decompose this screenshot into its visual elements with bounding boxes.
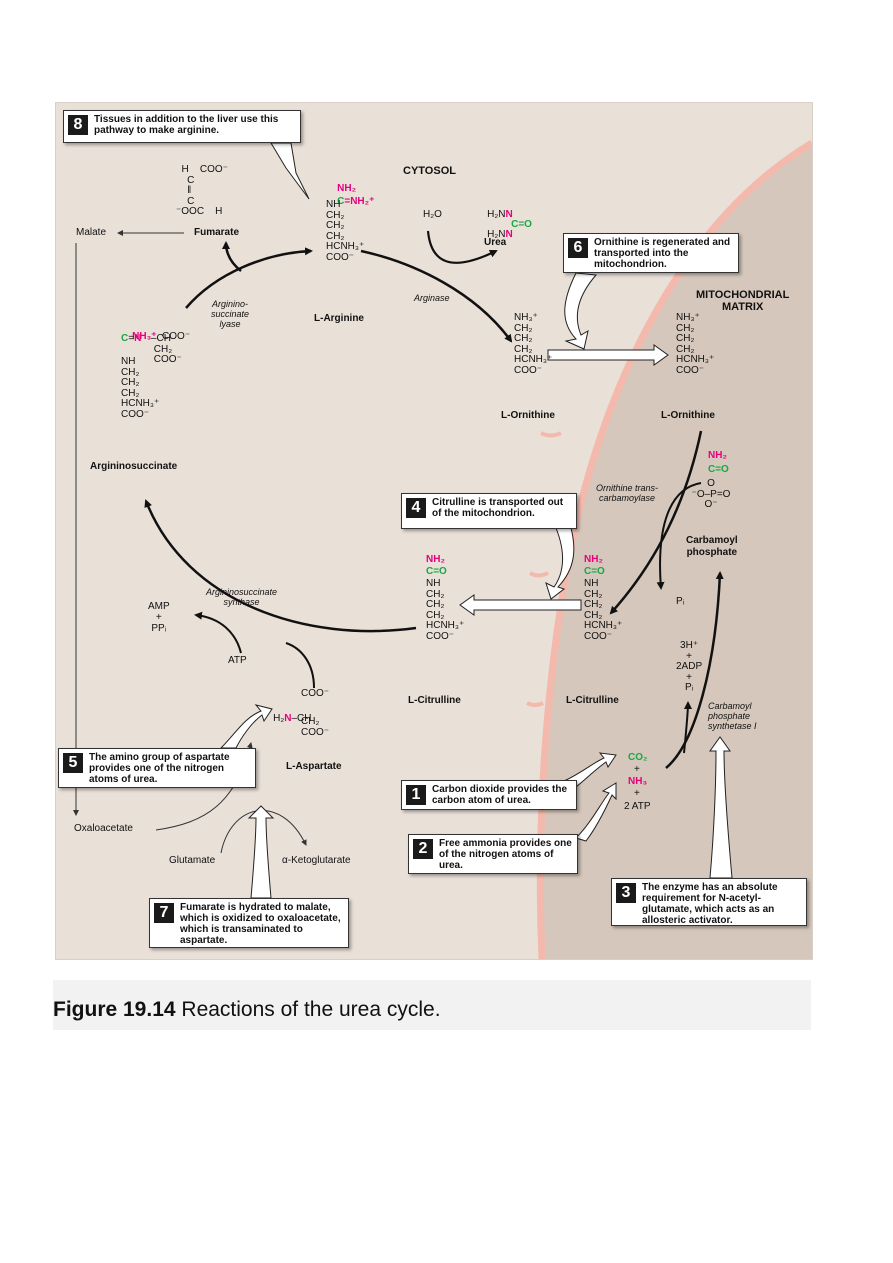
cps-label: Carbamoyl phosphate synthetase I	[708, 701, 757, 731]
carbamoyl-phosphate-group: O ⁻O–P=O O⁻	[691, 478, 731, 510]
cytosol-label: CYTOSOL	[403, 165, 456, 177]
arrow-citrulline-transport	[459, 594, 582, 616]
arginase-label: Arginase	[414, 293, 450, 303]
urea-label: Urea	[484, 237, 507, 248]
ornithine-cytosol-label: L-Ornithine	[501, 410, 555, 421]
fumarate-label: Fumarate	[194, 227, 240, 238]
citrulline-matrix-c: C=O	[584, 566, 605, 577]
glutamate-label: Glutamate	[169, 855, 216, 866]
arrow-arginine-to-ornithine	[360, 249, 513, 343]
arrow-to-fumarate	[222, 241, 242, 272]
citrulline-matrix-n: NH₂	[584, 554, 603, 565]
urea-cycle-figure: CYTOSOL MITOCHONDRIAL MATRIX H COO⁻ C ‖ …	[55, 102, 813, 960]
caption-text: Reactions of the urea cycle.	[175, 998, 441, 1021]
amp-ppi-label: AMP + PPᵢ	[148, 601, 170, 634]
argininosuccinate-n: NH₃⁺ COO⁻	[132, 330, 191, 342]
ornithine-matrix-structure: NH₃⁺ CH₂ CH₂ CH₂ HCNH₃⁺ COO⁻	[676, 312, 715, 376]
argininosuccinate-core: C=N	[121, 333, 142, 344]
arginine-chain: NH CH₂ CH₂ CH₂ HCNH₃⁺ COO⁻	[326, 199, 365, 263]
fumarate-structure: H COO⁻ C ‖ C ⁻OOC H	[176, 164, 228, 217]
aspartate-side-chain: CH₂ COO⁻	[301, 716, 330, 738]
carbamoyl-n: NH₂	[708, 450, 727, 461]
plus-label-2: +	[634, 788, 640, 799]
callout-3-tail	[709, 736, 733, 879]
callout-6-tail	[564, 272, 598, 350]
synthase-label: Argininosuccinate synthase	[206, 587, 278, 607]
membrane-cristae	[526, 431, 562, 707]
nh3-label: NH₃	[628, 776, 648, 787]
callout-1-tail	[565, 752, 617, 788]
figure-number: Figure 19.14	[53, 998, 176, 1021]
urea-structure-2: H₂NN	[487, 228, 513, 240]
arrow-ornithine-to-citrulline	[609, 430, 703, 615]
pathway-arrows	[73, 140, 812, 959]
citrulline-cytosol-n: NH₂	[426, 554, 445, 565]
callout-5-tail	[219, 704, 273, 749]
oxaloacetate-label: Oxaloacetate	[74, 823, 133, 834]
cps-products-label: 3H⁺ + 2ADP + Pᵢ	[676, 640, 703, 693]
lyase-label: Arginino- succinate lyase	[211, 299, 250, 329]
atp2-label: 2 ATP	[624, 801, 651, 812]
arrow-aspartate-in	[285, 642, 315, 689]
arrow-atp-to-amp	[194, 611, 242, 654]
ornithine-cytosol-structure: NH₃⁺ CH₂ CH₂ CH₂ HCNH₃⁺ COO⁻	[514, 312, 553, 376]
figure-caption: Figure 19.14 Reactions of the urea cycle…	[53, 998, 441, 1022]
callout-4-tail	[545, 527, 575, 600]
matrix-label: MITOCHONDRIAL MATRIX	[696, 289, 790, 313]
arrow-water-to-urea	[426, 230, 498, 264]
urea-carbonyl: C=O	[511, 218, 532, 230]
arrow-cps-products	[683, 701, 692, 754]
citrulline-cytosol-chain: NH CH₂ CH₂ CH₂ HCNH₃⁺ COO⁻	[426, 578, 465, 642]
arrow-carbamoyl-to-otc	[656, 482, 702, 590]
caption-band	[53, 980, 811, 1030]
aspartate-carboxyl: COO⁻	[301, 688, 330, 699]
ornithine-matrix-label: L-Ornithine	[661, 410, 715, 421]
callout-8-tail	[270, 142, 310, 200]
atp-label: ATP	[228, 655, 247, 666]
citrulline-cytosol-label: L-Citrulline	[408, 695, 461, 706]
pi-label: Pᵢ	[676, 596, 685, 607]
plus-label: +	[634, 764, 640, 775]
citrulline-cytosol-c: C=O	[426, 566, 447, 577]
citrulline-matrix-chain: NH CH₂ CH₂ CH₂ HCNH₃⁺ COO⁻	[584, 578, 623, 642]
co2-label: CO₂	[628, 752, 648, 763]
aspartate-amino: H₂N–CH	[273, 712, 312, 724]
otc-label: Ornithine trans- carbamoylase	[596, 483, 659, 503]
arginine-structure: NH₂	[337, 182, 357, 194]
arrow-cps-to-carbamoyl	[665, 571, 724, 769]
callout-2-tail	[575, 782, 617, 842]
carbamoyl-c: C=O	[708, 464, 729, 475]
argininosuccinate-succinyl: –CH CH₂ COO⁻	[151, 333, 182, 365]
arginine-guanidino: C=NH₂⁺	[337, 195, 375, 207]
arrow-argininosuccinate-to-arginine	[185, 247, 313, 309]
callout-7-tail	[247, 805, 275, 899]
arginine-label: L-Arginine	[314, 313, 364, 324]
arrow-citrulline-to-argininosuccinate	[144, 499, 417, 633]
aspartate-label: L-Aspartate	[286, 761, 342, 772]
carbamoyl-phosphate-label: Carbamoyl phosphate	[686, 535, 738, 558]
urea-structure: H₂NN	[487, 208, 513, 220]
citrulline-matrix-label: L-Citrulline	[566, 695, 619, 706]
malate-label: Malate	[76, 227, 107, 238]
argininosuccinate-chain: NH CH₂ CH₂ CH₂ HCNH₃⁺ COO⁻	[121, 356, 160, 420]
ketoglutarate-label: α-Ketoglutarate	[282, 855, 351, 866]
argininosuccinate-label: Argininosuccinate	[90, 461, 178, 472]
arrow-ornithine-transport	[547, 344, 669, 366]
water-label: H₂O	[423, 209, 442, 220]
